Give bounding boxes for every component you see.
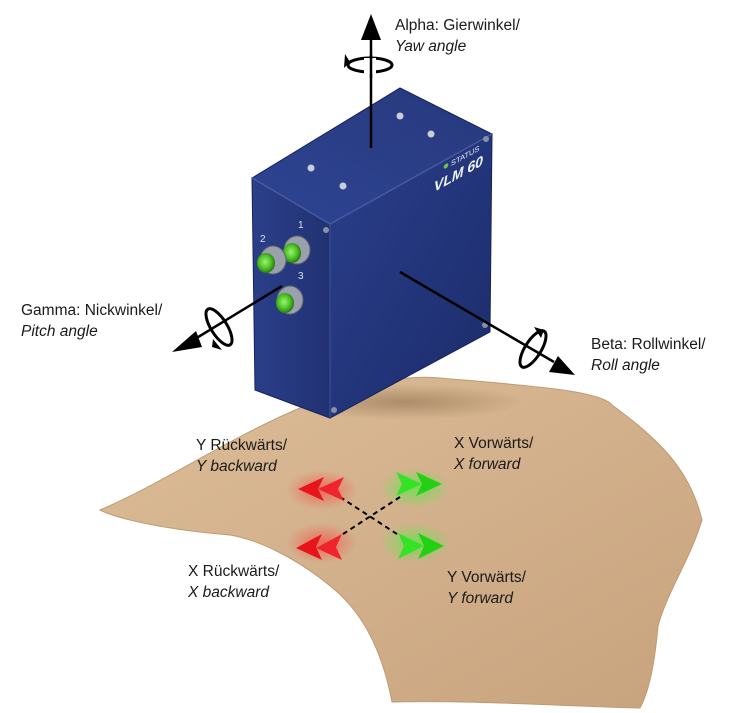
pitch-axis-line bbox=[189, 284, 283, 344]
yaw-label-en: Yaw angle bbox=[395, 38, 467, 55]
x-backward-arrow bbox=[296, 534, 342, 560]
roll-rotation-icon bbox=[518, 327, 548, 369]
roll-axis-line bbox=[399, 270, 555, 364]
x-backward-label-de: X Rückwärts/ bbox=[188, 563, 280, 580]
roll-label: Beta: Rollwinkel/ Roll angle bbox=[591, 334, 706, 376]
arrow-connector-dashed bbox=[339, 496, 401, 537]
yaw-label-de: Alpha: Gierwinkel/ bbox=[395, 17, 520, 34]
screw bbox=[483, 136, 489, 142]
roll-label-en: Roll angle bbox=[591, 357, 660, 374]
roll-axis-arrowhead bbox=[549, 356, 575, 375]
pitch-rotation-icon bbox=[204, 307, 234, 350]
port-number-1: 1 bbox=[298, 220, 304, 231]
vlm60-device: STATUS VLM 60 1 2 3 bbox=[251, 87, 494, 419]
y-forward-label-en: Y forward bbox=[447, 590, 514, 607]
mounting-hole bbox=[307, 164, 315, 172]
y-forward-label: Y Vorwärts/ Y forward bbox=[447, 567, 526, 609]
port-number-3: 3 bbox=[298, 271, 304, 282]
yaw-label: Alpha: Gierwinkel/ Yaw angle bbox=[395, 15, 520, 57]
x-forward-label-de: X Vorwärts/ bbox=[454, 435, 534, 452]
pitch-label-de: Gamma: Nickwinkel/ bbox=[21, 302, 163, 319]
pitch-label-en: Pitch angle bbox=[21, 323, 98, 340]
mounting-hole bbox=[396, 112, 404, 120]
y-backward-label-en: Y backward bbox=[196, 458, 277, 475]
yaw-axis-arrowhead bbox=[361, 14, 381, 40]
mounting-hole bbox=[339, 182, 347, 190]
x-forward-arrow bbox=[396, 472, 442, 496]
yaw-rotation-icon bbox=[344, 54, 394, 78]
screw bbox=[331, 407, 337, 413]
y-forward-arrow bbox=[398, 533, 444, 559]
roll-label-de: Beta: Rollwinkel/ bbox=[591, 336, 706, 353]
pitch-axis-arrowhead bbox=[172, 331, 202, 352]
port-number-2: 2 bbox=[260, 234, 266, 245]
motion-arrows bbox=[286, 468, 451, 563]
pitch-label: Gamma: Nickwinkel/ Pitch angle bbox=[21, 300, 162, 342]
x-backward-label: X Rückwärts/ X backward bbox=[188, 561, 279, 603]
y-backward-label: Y Rückwärts/ Y backward bbox=[196, 435, 287, 477]
connector-port-1 bbox=[283, 235, 311, 265]
y-forward-label-de: Y Vorwärts/ bbox=[447, 569, 526, 586]
mounting-hole bbox=[427, 130, 435, 138]
x-backward-label-en: X backward bbox=[188, 584, 269, 601]
y-backward-arrow bbox=[298, 477, 344, 501]
connector-port-2 bbox=[257, 245, 287, 275]
y-backward-label-de: Y Rückwärts/ bbox=[196, 437, 288, 454]
x-forward-label: X Vorwärts/ X forward bbox=[454, 433, 533, 475]
status-logo-dot bbox=[443, 163, 449, 169]
arrow-connector-dashed bbox=[339, 496, 401, 537]
x-forward-label-en: X forward bbox=[454, 456, 521, 473]
screw bbox=[323, 227, 329, 233]
connector-port-3 bbox=[276, 285, 304, 315]
